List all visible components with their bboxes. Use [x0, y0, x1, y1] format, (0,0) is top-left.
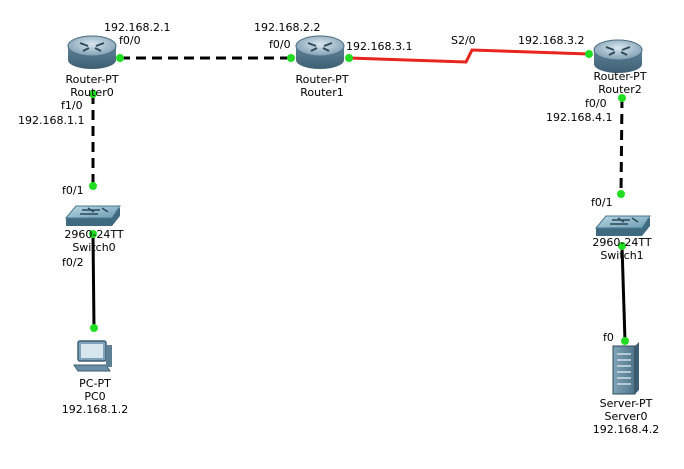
- link-switch1-server0[interactable]: [620, 245, 627, 342]
- router1-label: Router-PT Router1: [295, 73, 348, 99]
- label-r2-f00-ip: 192.168.4.1: [546, 111, 613, 124]
- port-indicator-sw1-f01: [617, 190, 625, 198]
- server0-ip: 192.168.4.2: [592, 423, 660, 436]
- server0-type: Server-PT: [599, 397, 653, 410]
- label-sw0-f01-port: f0/1: [62, 184, 84, 197]
- router2-type: Router-PT: [593, 70, 647, 83]
- pc0-name: PC0: [84, 390, 106, 403]
- switch0-label: 2960-24TT Switch0: [64, 228, 123, 254]
- server0-label: Server-PT Server0 192.168.4.2: [593, 397, 659, 436]
- router0-icon[interactable]: [67, 35, 117, 69]
- label-r1-f00-port: f0/0: [269, 38, 291, 51]
- port-indicator-sw0-f01: [89, 182, 97, 190]
- switch0-icon[interactable]: [64, 205, 121, 226]
- port-indicator-server0-f0: [621, 337, 629, 345]
- link-router2-switch1[interactable]: [619, 97, 624, 195]
- port-indicator-sw1-down: [618, 242, 626, 250]
- port-indicator-r0-f00: [116, 54, 124, 62]
- links: [91, 48, 627, 342]
- router2-icon[interactable]: [593, 39, 643, 73]
- label-r0-f00-ip: 192.168.2.1: [104, 21, 171, 34]
- label-r0-f00-port: f0/0: [119, 34, 141, 47]
- pc0-type: PC-PT: [79, 377, 111, 390]
- switch1-name: Switch1: [600, 249, 644, 262]
- router0-type: Router-PT: [65, 73, 119, 86]
- switch1-icon[interactable]: [594, 215, 651, 236]
- port-indicator-sw0-f02: [89, 230, 97, 238]
- label-r2-f00-port: f0/0: [585, 97, 607, 110]
- pc0-label: PC-PT PC0 192.168.1.2: [62, 377, 128, 416]
- switch0-type: 2960-24TT: [64, 228, 124, 241]
- label-r2-s20-port: S2/0: [451, 34, 476, 47]
- switch0-name: Switch0: [72, 241, 116, 254]
- label-r1-serial-ip: 192.168.3.1: [346, 40, 413, 53]
- label-r1-f00-ip: 192.168.2.2: [254, 21, 321, 34]
- pc0-icon[interactable]: [73, 340, 112, 372]
- server0-name: Server0: [604, 410, 648, 423]
- server0-icon[interactable]: [612, 342, 639, 395]
- port-indicator-r0-f10: [89, 90, 97, 98]
- port-indicator-r2-f00: [618, 94, 626, 102]
- pc0-ip: 192.168.1.2: [61, 403, 129, 416]
- port-indicator-r1-serial: [345, 54, 353, 62]
- router2-label: Router-PT Router2: [593, 70, 646, 96]
- label-server0-f0-port: f0: [603, 331, 614, 344]
- serial-link-router1-router2[interactable]: [348, 48, 590, 64]
- label-sw0-f02-port: f0/2: [62, 256, 84, 269]
- port-indicator-pc0: [90, 324, 98, 332]
- router2-name: Router2: [598, 83, 642, 96]
- label-sw1-f01-port: f0/1: [591, 196, 613, 209]
- label-r0-f10-ip: 192.168.1.1: [18, 114, 85, 127]
- label-r0-f10-port: f1/0: [61, 99, 83, 112]
- router1-type: Router-PT: [295, 73, 349, 86]
- link-switch0-pc0[interactable]: [91, 233, 96, 329]
- switch1-type: 2960-24TT: [592, 236, 652, 249]
- router0-label: Router-PT Router0: [65, 73, 118, 99]
- port-indicators: [89, 50, 629, 345]
- port-indicator-r1-f00: [287, 54, 295, 62]
- router1-name: Router1: [300, 86, 344, 99]
- port-indicator-r2-s20: [585, 50, 593, 58]
- label-r2-s20-ip: 192.168.3.2: [518, 34, 585, 47]
- router1-icon[interactable]: [295, 35, 345, 69]
- switch1-label: 2960-24TT Switch1: [592, 236, 651, 262]
- router0-name: Router0: [70, 86, 114, 99]
